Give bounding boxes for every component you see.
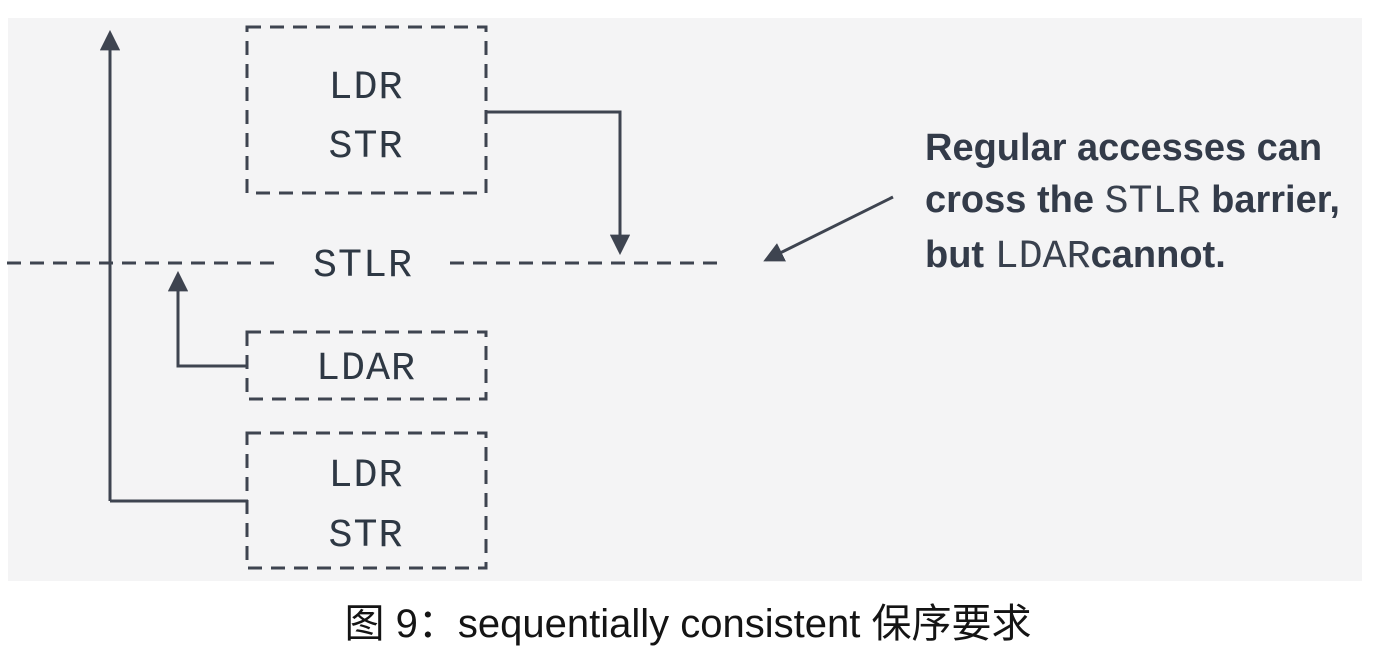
figure-caption: 图 9：sequentially consistent 保序要求 <box>344 602 1032 646</box>
stlr-barrier-label: STLR <box>313 244 413 289</box>
annotation-line-3: but LDARcannot. <box>925 234 1226 280</box>
diagram-panel <box>8 18 1362 581</box>
bottom-box-ldr-label: LDR <box>328 454 403 499</box>
annotation-line-2: cross the STLR barrier, <box>925 179 1340 225</box>
ldar-box <box>245 330 488 401</box>
ldar-inline-code: LDAR <box>994 235 1091 280</box>
bottom-ldr-str-box <box>245 431 488 570</box>
annotation-line-1: Regular accesses can <box>925 127 1323 169</box>
top-ldr-str-box <box>245 25 488 195</box>
stlr-inline-code: STLR <box>1104 180 1201 225</box>
regular-access-down-arrow <box>486 110 631 256</box>
bottom-box-str-label: STR <box>328 514 403 559</box>
annotation-pointer-arrow <box>763 195 894 262</box>
top-box-ldr-label: LDR <box>328 66 403 111</box>
top-box-str-label: STR <box>328 125 403 170</box>
ldar-box-label: LDAR <box>316 347 416 392</box>
ldar-up-arrow <box>167 270 248 368</box>
annotation-text: Regular accesses can cross the STLR barr… <box>925 122 1376 284</box>
